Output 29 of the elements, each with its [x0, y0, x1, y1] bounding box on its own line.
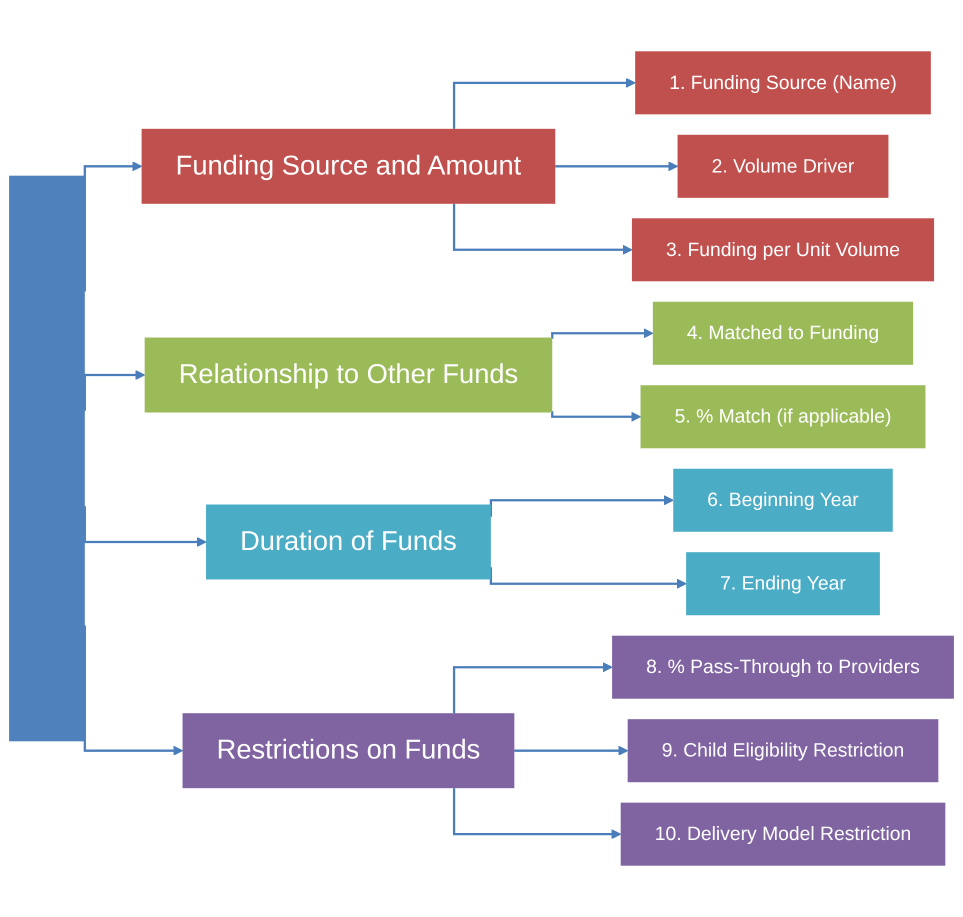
arrow [513, 746, 628, 756]
arrow [84, 161, 142, 292]
arrow [452, 662, 613, 714]
arrow [554, 161, 678, 172]
node-box: 5. % Match (if applicable) [640, 385, 926, 448]
node-box: 8. % Pass-Through to Providers [612, 636, 954, 699]
node-box: 2. Volume Driver [678, 134, 888, 198]
arrow [551, 328, 654, 339]
arrow [452, 78, 636, 129]
node-box: 3. Funding per Unit Volume [632, 218, 934, 282]
arrow [84, 625, 183, 756]
arrow [551, 411, 641, 422]
arrow [84, 506, 206, 547]
arrow [452, 788, 622, 840]
node-box: 4. Matched to Funding [652, 302, 914, 365]
arrow [452, 204, 632, 255]
node-box: Relationship to Other Funds [144, 338, 552, 412]
node-box: 1. Funding Source (Name) [635, 51, 931, 114]
node-box: Duration of Funds [206, 504, 491, 580]
node-box: 6. Beginning Year [673, 468, 893, 532]
node-box: 10. Delivery Model Restriction [620, 802, 946, 866]
node-box: Funding Source and Amount [142, 128, 556, 204]
arrow [84, 370, 146, 411]
node-box: Restrictions on Funds [182, 713, 514, 788]
node-box: 7. Ending Year [686, 552, 880, 616]
node-bar [9, 176, 85, 742]
node-box: 9. Child Eligibility Restriction [628, 719, 938, 782]
arrow [490, 567, 687, 589]
arrow [490, 495, 674, 517]
